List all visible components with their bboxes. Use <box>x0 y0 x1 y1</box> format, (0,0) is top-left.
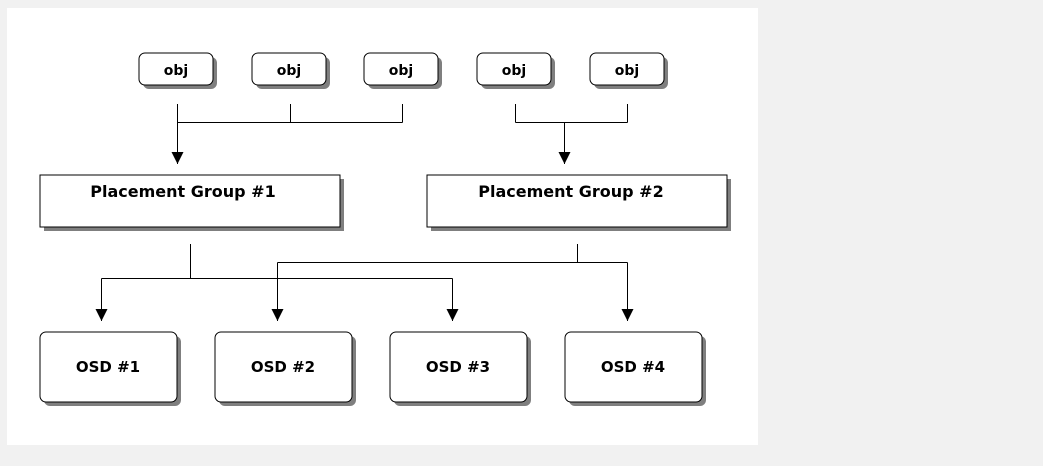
obj-node-1-label: obj <box>164 63 188 79</box>
osd-node-1-box <box>39 331 178 403</box>
osd-node-2: OSD #2 <box>214 331 356 406</box>
obj-node-5: obj <box>589 52 668 89</box>
obj-node-2: obj <box>251 52 330 89</box>
obj-node-2-label: obj <box>277 63 301 79</box>
obj-to-pg1-connector <box>171 104 403 164</box>
osd-node-3-box <box>389 331 528 403</box>
obj-node-4-label: obj <box>502 63 526 79</box>
osd-node-4-label: OSD #4 <box>601 358 665 376</box>
osd-node-3-label: OSD #3 <box>426 358 490 376</box>
placement-group-1-label: Placement Group #1 <box>90 182 275 201</box>
osd-node-2-box <box>214 331 353 403</box>
obj-node-3-label: obj <box>389 63 413 79</box>
obj-node-5-box <box>589 52 665 86</box>
placement-group-2: Placement Group #2 <box>426 174 731 231</box>
pg2-to-osd-connector <box>271 244 634 321</box>
osd-node-4: OSD #4 <box>564 331 706 406</box>
osd-node-2-label: OSD #2 <box>251 358 315 376</box>
osd-node-1: OSD #1 <box>39 331 181 406</box>
obj-node-4-box <box>476 52 552 86</box>
obj-node-4: obj <box>476 52 555 89</box>
osd-node-3: OSD #3 <box>389 331 531 406</box>
placement-group-2-box <box>426 174 728 228</box>
obj-node-1: obj <box>138 52 217 89</box>
obj-node-2-box <box>251 52 327 86</box>
placement-group-1: Placement Group #1 <box>39 174 344 231</box>
obj-node-3: obj <box>363 52 442 89</box>
osd-node-4-box <box>564 331 703 403</box>
obj-node-1-box <box>138 52 214 86</box>
placement-group-1-box <box>39 174 341 228</box>
obj-node-3-box <box>363 52 439 86</box>
osd-node-1-label: OSD #1 <box>76 358 140 376</box>
obj-node-5-label: obj <box>615 63 639 79</box>
obj-to-pg2-connector <box>515 104 628 164</box>
placement-group-2-label: Placement Group #2 <box>478 182 663 201</box>
